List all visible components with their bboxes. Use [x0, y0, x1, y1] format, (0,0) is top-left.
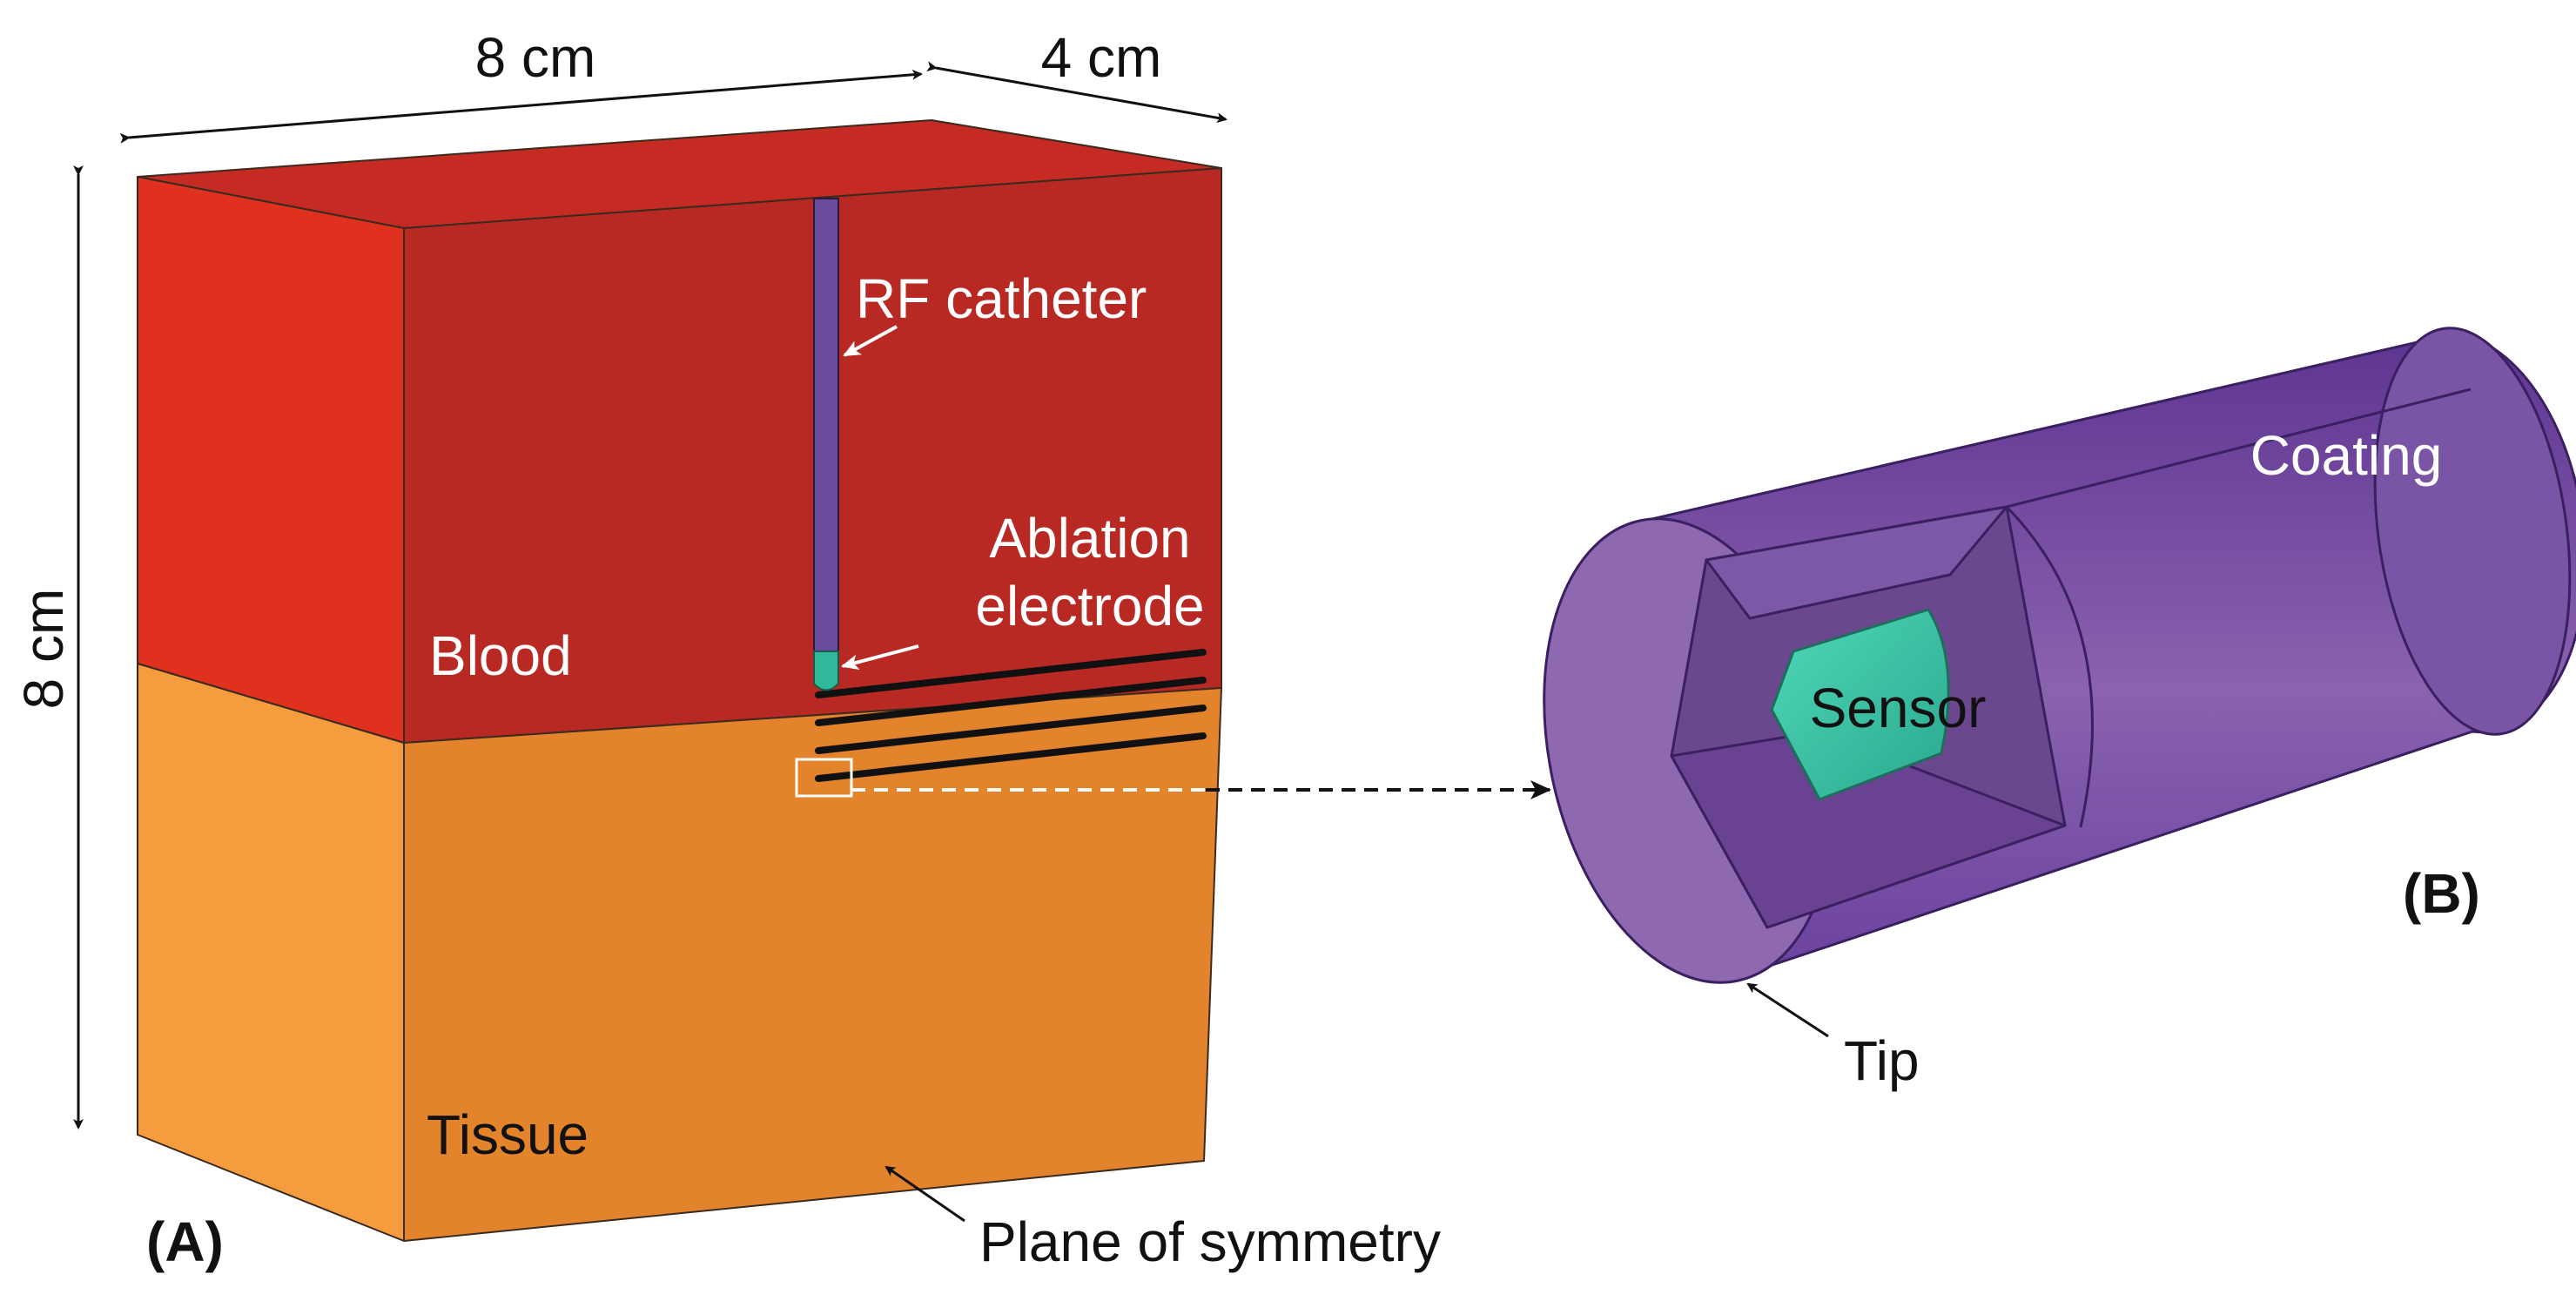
- depth-dimension-arrow: [926, 61, 1227, 124]
- rf-catheter-label: RF catheter: [856, 267, 1147, 330]
- sensor-label: Sensor: [1810, 677, 1987, 739]
- coating-boundary: [2005, 505, 2094, 828]
- tip-label: Tip: [1844, 1029, 1920, 1092]
- sensor-body: [1770, 608, 1950, 801]
- ablation-label-line2: electrode: [975, 575, 1204, 637]
- tissue-side-face: [137, 663, 405, 1242]
- plane-of-symmetry-arrow: [884, 1165, 965, 1223]
- tissue-label: Tissue: [427, 1103, 589, 1166]
- panel-a-box: [137, 119, 1222, 1242]
- rf-catheter-arrow: [843, 325, 898, 357]
- zoom-region-box: [795, 758, 853, 798]
- cutaway-inner-floor: [1670, 730, 2067, 929]
- plane-of-symmetry-label: Plane of symmetry: [979, 1210, 1441, 1273]
- depth-label: 4 cm: [1041, 26, 1162, 89]
- panel-b-label: (B): [2403, 862, 2480, 925]
- tissue-layers: [815, 649, 1207, 782]
- dimension-arrows: [73, 61, 1227, 1129]
- coating-label: Coating: [2250, 424, 2443, 487]
- height-label: 8 cm: [12, 589, 75, 710]
- ablation-arrow: [841, 644, 919, 671]
- width-dimension-arrow: [119, 69, 923, 144]
- cutaway-inner-top: [1705, 505, 2008, 620]
- cylinder-far-cap: [2373, 327, 2572, 736]
- blood-side-face: [137, 176, 405, 744]
- rf-catheter: [813, 198, 839, 652]
- width-label: 8 cm: [475, 26, 596, 89]
- ablation-label-line1: Ablation: [989, 507, 1190, 570]
- ablation-electrode: [813, 651, 839, 691]
- tip-arrow: [1746, 982, 1829, 1038]
- panel-a-label: (A): [146, 1210, 224, 1273]
- panel-b-cylinder: [1543, 327, 2576, 984]
- blood-label: Blood: [429, 624, 572, 687]
